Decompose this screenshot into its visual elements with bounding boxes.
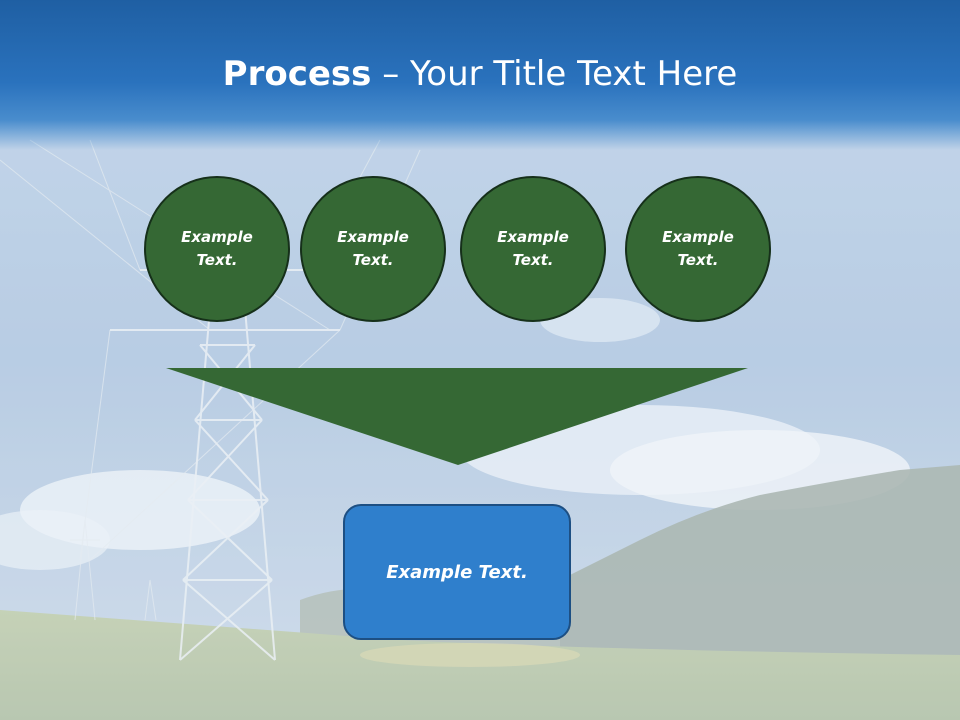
result-box-label: Example Text. <box>386 561 528 583</box>
funnel-triangle-shape <box>166 368 748 465</box>
process-circle-4[interactable]: Example Text. <box>625 176 771 322</box>
title-bar <box>0 0 960 150</box>
result-box[interactable]: Example Text. <box>343 504 571 640</box>
process-circle-label: Example Text. <box>337 228 409 269</box>
process-circle-2[interactable]: Example Text. <box>300 176 446 322</box>
title-dash: – <box>371 54 411 94</box>
slide-title: Process – Your Title Text Here <box>0 52 960 96</box>
process-circle-label: Example Text. <box>497 228 569 269</box>
process-circle-1[interactable]: Example Text. <box>144 176 290 322</box>
title-bold-part: Process <box>222 54 372 94</box>
process-circle-3[interactable]: Example Text. <box>460 176 606 322</box>
process-circle-label: Example Text. <box>662 228 734 269</box>
title-rest: Your Title Text Here <box>410 54 738 94</box>
process-circle-label: Example Text. <box>181 228 253 269</box>
